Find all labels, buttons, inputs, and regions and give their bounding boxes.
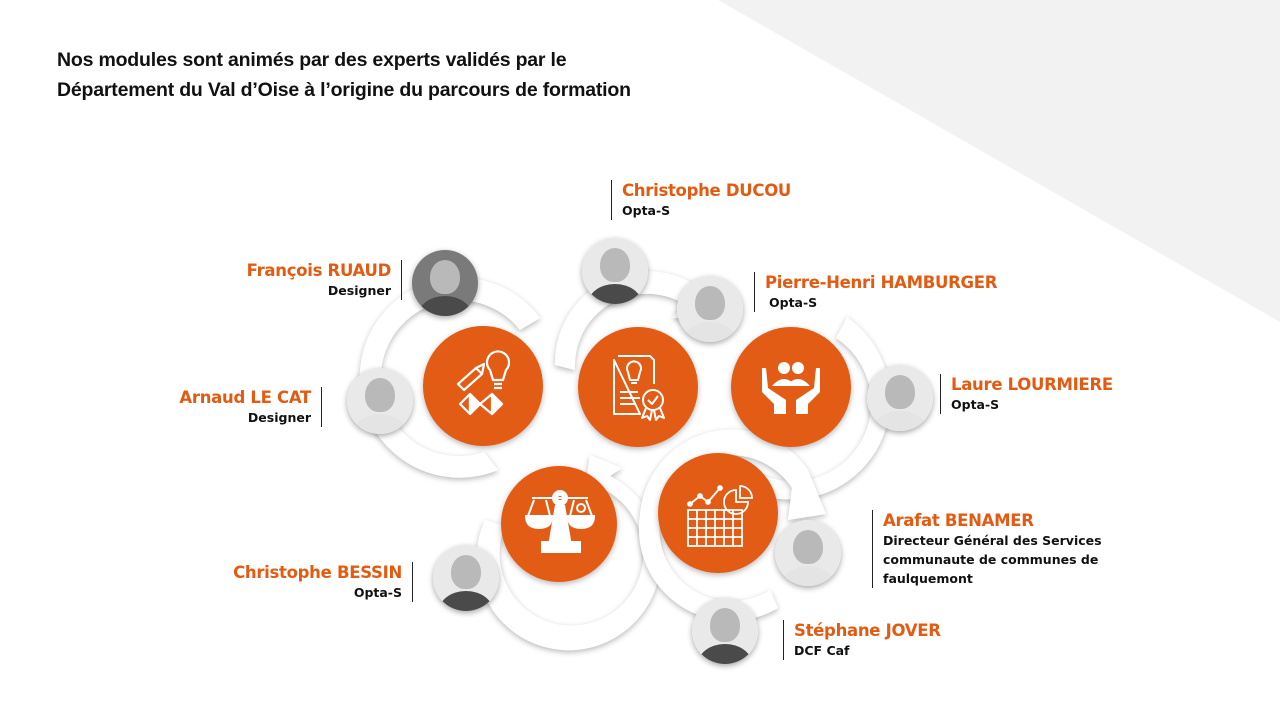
expert-label-pierre-henri-hamburger: Pierre-Henri HAMBURGER Opta-S [754,272,997,312]
module-balance[interactable] [501,466,617,582]
hands-people-icon [762,362,820,414]
expert-label-christophe-bessin: Christophe BESSIN Opta-S [233,562,413,602]
expert-photo-arnaud-le-cat [347,368,413,434]
expert-label-arnaud-le-cat: Arnaud LE CAT Designer [179,387,322,427]
design-thinking-icon [456,350,511,416]
module-certification[interactable] [578,327,698,447]
expert-role: DCF Caf [794,643,850,658]
module-analytics[interactable] [658,453,778,573]
expert-photo-pierre-henri-hamburger [677,276,743,342]
expert-role: Opta-S [622,203,671,218]
expert-role: Opta-S [353,585,402,600]
certificate-idea-icon [613,355,665,421]
expert-label-christophe-ducou: Christophe DUCOU Opta-S [611,180,791,220]
slide-title: Nos modules sont animés par des experts … [57,45,631,105]
title-line-1: Nos modules sont animés par des experts … [57,49,567,71]
expert-label-francois-ruaud: François RUAUD Designer [247,260,402,300]
module-support[interactable] [731,327,851,447]
expert-role-line-3: faulquemont [883,571,973,586]
expert-label-laure-lourmiere: Laure LOURMIERE Opta-S [940,374,1113,414]
expert-photo-laure-lourmiere [867,365,933,431]
expert-role-line-2: communaute de communes de [883,552,1099,567]
module-design[interactable] [423,326,543,446]
expert-role: Opta-S [769,295,818,310]
expert-label-stephane-jover: Stéphane JOVER DCF Caf [783,620,941,660]
expert-photo-christophe-bessin [433,545,499,611]
expert-role: Designer [327,283,391,298]
expert-name: Pierre-Henri HAMBURGER [765,273,998,292]
expert-photo-stephane-jover [692,598,758,664]
expert-name: Christophe BESSIN [233,563,402,582]
title-line-2: Département du Val d’Oise à l’origine du… [57,79,631,101]
expert-name: Arafat BENAMER [883,511,1034,530]
expert-name: Laure LOURMIERE [951,375,1113,394]
expert-name: Christophe DUCOU [622,181,792,200]
expert-photo-arafat-benamer [775,520,841,586]
expert-role: Opta-S [951,397,1000,412]
balance-scale-icon [524,490,596,553]
expert-role: Designer [247,410,311,425]
expert-name: Arnaud LE CAT [179,388,311,407]
expert-label-arafat-benamer: Arafat BENAMER Directeur Général des Ser… [872,510,1102,588]
expert-photo-francois-ruaud [412,250,478,316]
expert-role-line-1: Directeur Général des Services [883,533,1102,548]
expert-name: François RUAUD [246,261,392,280]
data-analytics-icon [687,485,753,547]
expert-name: Stéphane JOVER [794,621,941,640]
expert-photo-christophe-ducou [582,238,648,304]
